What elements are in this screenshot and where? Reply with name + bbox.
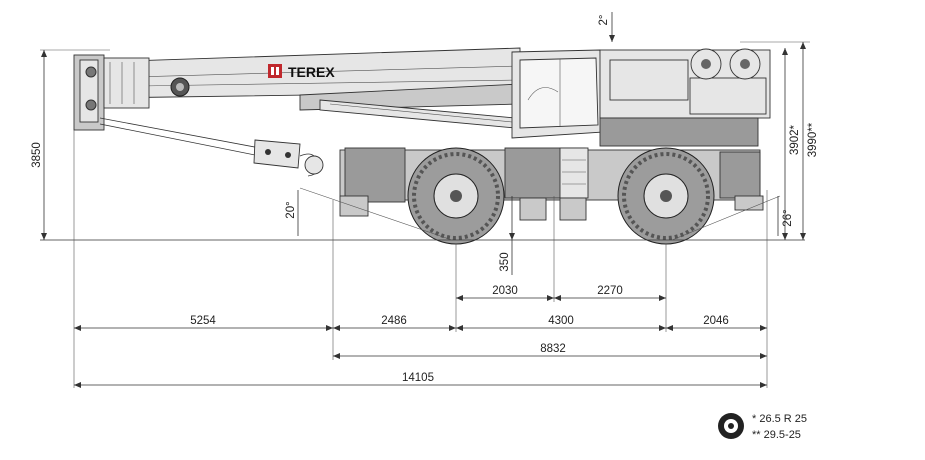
dim-2030-label: 2030 (492, 285, 518, 297)
tyre-legend: * 26.5 R 25 ** 29.5-25 (718, 413, 807, 441)
dim-5254-label: 5254 (190, 315, 216, 327)
rear-angle-label: 26° (782, 209, 794, 226)
height-left-label: 3850 (31, 142, 43, 168)
front-wheel (407, 147, 505, 245)
dim-2486-label: 2486 (381, 315, 407, 327)
tyre-note-1: * 26.5 R 25 (752, 413, 807, 425)
front-angle-label: 20° (285, 201, 297, 218)
height-right-label-1: 3902* (789, 124, 801, 155)
dim-2046-label: 2046 (703, 315, 729, 327)
dim-14105-label: 14105 (402, 372, 434, 384)
dim-2270-label: 2270 (597, 285, 623, 297)
hook-assembly (99, 117, 324, 177)
height-right-label-2: 3990** (807, 122, 819, 157)
rear-wheel (617, 147, 715, 245)
top-angle-label: 2° (598, 15, 610, 26)
tyre-note-2: ** 29.5-25 (752, 429, 801, 441)
dimension-labels: 3850 3902* 3990** 2° 20° 26° 350 2030 22… (31, 15, 819, 385)
dim-8832-label: 8832 (540, 343, 566, 355)
ground-clearance-label: 350 (499, 252, 511, 271)
telescopic-boom: TEREX (73, 47, 521, 131)
operator-cab (511, 49, 605, 139)
superstructure (599, 48, 771, 147)
dimension-lines (40, 12, 810, 388)
crane-illustration: TEREX (73, 47, 771, 245)
dim-4300-label: 4300 (548, 315, 574, 327)
brand-logo-text: TEREX (288, 64, 335, 80)
